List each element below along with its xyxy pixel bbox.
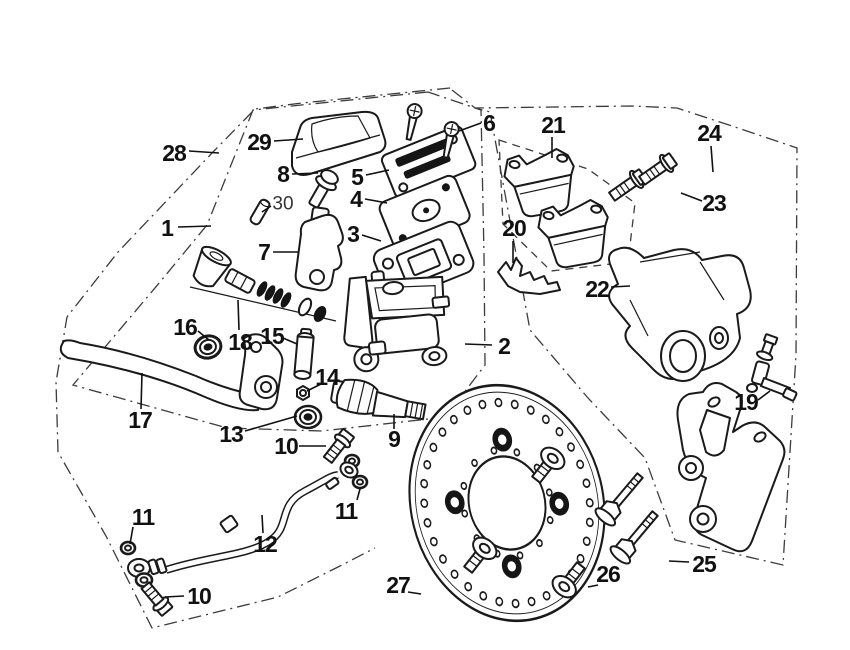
part-label-11-right: 11 bbox=[335, 498, 359, 524]
part-label-8: 8 bbox=[277, 161, 290, 187]
part-label-10-lower: 10 bbox=[187, 583, 211, 609]
bleed-valve-drawing bbox=[746, 333, 798, 402]
part-label-15: 15 bbox=[260, 323, 285, 349]
part-label-14: 14 bbox=[315, 364, 340, 390]
part-label-12: 12 bbox=[253, 531, 277, 557]
part-label-27: 27 bbox=[386, 572, 410, 598]
part-label-17: 17 bbox=[128, 407, 152, 433]
boundary-caliper-group bbox=[451, 89, 798, 566]
part-label-22: 22 bbox=[585, 276, 609, 302]
banjo-bolt-lower-drawing bbox=[140, 581, 174, 617]
disc-bolts-drawing bbox=[463, 446, 586, 599]
lever-holder-drawing bbox=[294, 206, 344, 292]
locknut-drawing bbox=[296, 385, 310, 401]
piston-repair-kit-drawing bbox=[189, 245, 337, 322]
caliper-bracket-drawing bbox=[676, 382, 786, 553]
part-label-25: 25 bbox=[692, 551, 717, 577]
part-label-30: 30 bbox=[272, 194, 293, 215]
part-label-19: 19 bbox=[734, 389, 758, 415]
part-label-9: 9 bbox=[388, 426, 400, 452]
lever-cover-drawing bbox=[291, 110, 387, 176]
pad-spring-drawing bbox=[497, 257, 561, 295]
part-label-21: 21 bbox=[541, 112, 566, 138]
boundary-master-cylinder-group bbox=[71, 91, 486, 432]
caliper-slide-bolts-drawing bbox=[608, 152, 678, 202]
brake-light-switch-drawing bbox=[330, 378, 427, 421]
brake-disc-drawing bbox=[408, 383, 606, 623]
leader-lines bbox=[129, 122, 771, 598]
part-label-26: 26 bbox=[596, 561, 620, 587]
pin-drawing bbox=[249, 198, 271, 226]
part-label-29: 29 bbox=[247, 129, 271, 155]
part-label-7: 7 bbox=[258, 239, 270, 265]
part-label-6: 6 bbox=[483, 110, 495, 136]
brake-lever-drawing bbox=[59, 333, 284, 412]
caliper-mounting-bolts-drawing bbox=[594, 472, 659, 565]
caliper-body-drawing bbox=[608, 246, 752, 382]
brake-pads-drawing bbox=[503, 147, 609, 269]
part-label-18: 18 bbox=[228, 329, 253, 355]
part-label-1: 1 bbox=[161, 215, 174, 241]
part-label-13: 13 bbox=[219, 421, 243, 447]
part-label-2: 2 bbox=[498, 333, 510, 359]
push-rod-drawing bbox=[293, 327, 315, 380]
part-label-23: 23 bbox=[702, 190, 726, 216]
part-label-5: 5 bbox=[351, 164, 364, 190]
part-label-10-upper: 10 bbox=[274, 433, 298, 459]
lever-pivot-bolt-drawing bbox=[308, 169, 339, 209]
banjo-bolt-upper-drawing bbox=[322, 428, 355, 464]
part-label-24: 24 bbox=[697, 120, 722, 146]
pivot-washer-drawing bbox=[293, 404, 323, 430]
part-label-28: 28 bbox=[162, 140, 187, 166]
master-cylinder-body-drawing bbox=[343, 270, 451, 373]
brake-hose-drawing bbox=[127, 461, 359, 578]
part-label-16: 16 bbox=[173, 314, 197, 340]
part-label-11-left: 11 bbox=[132, 504, 156, 530]
part-label-20: 20 bbox=[502, 215, 526, 241]
part-label-3: 3 bbox=[347, 221, 359, 247]
grommet-drawing bbox=[193, 334, 223, 360]
cap-screws-drawing bbox=[405, 103, 460, 159]
part-label-4: 4 bbox=[350, 186, 363, 212]
